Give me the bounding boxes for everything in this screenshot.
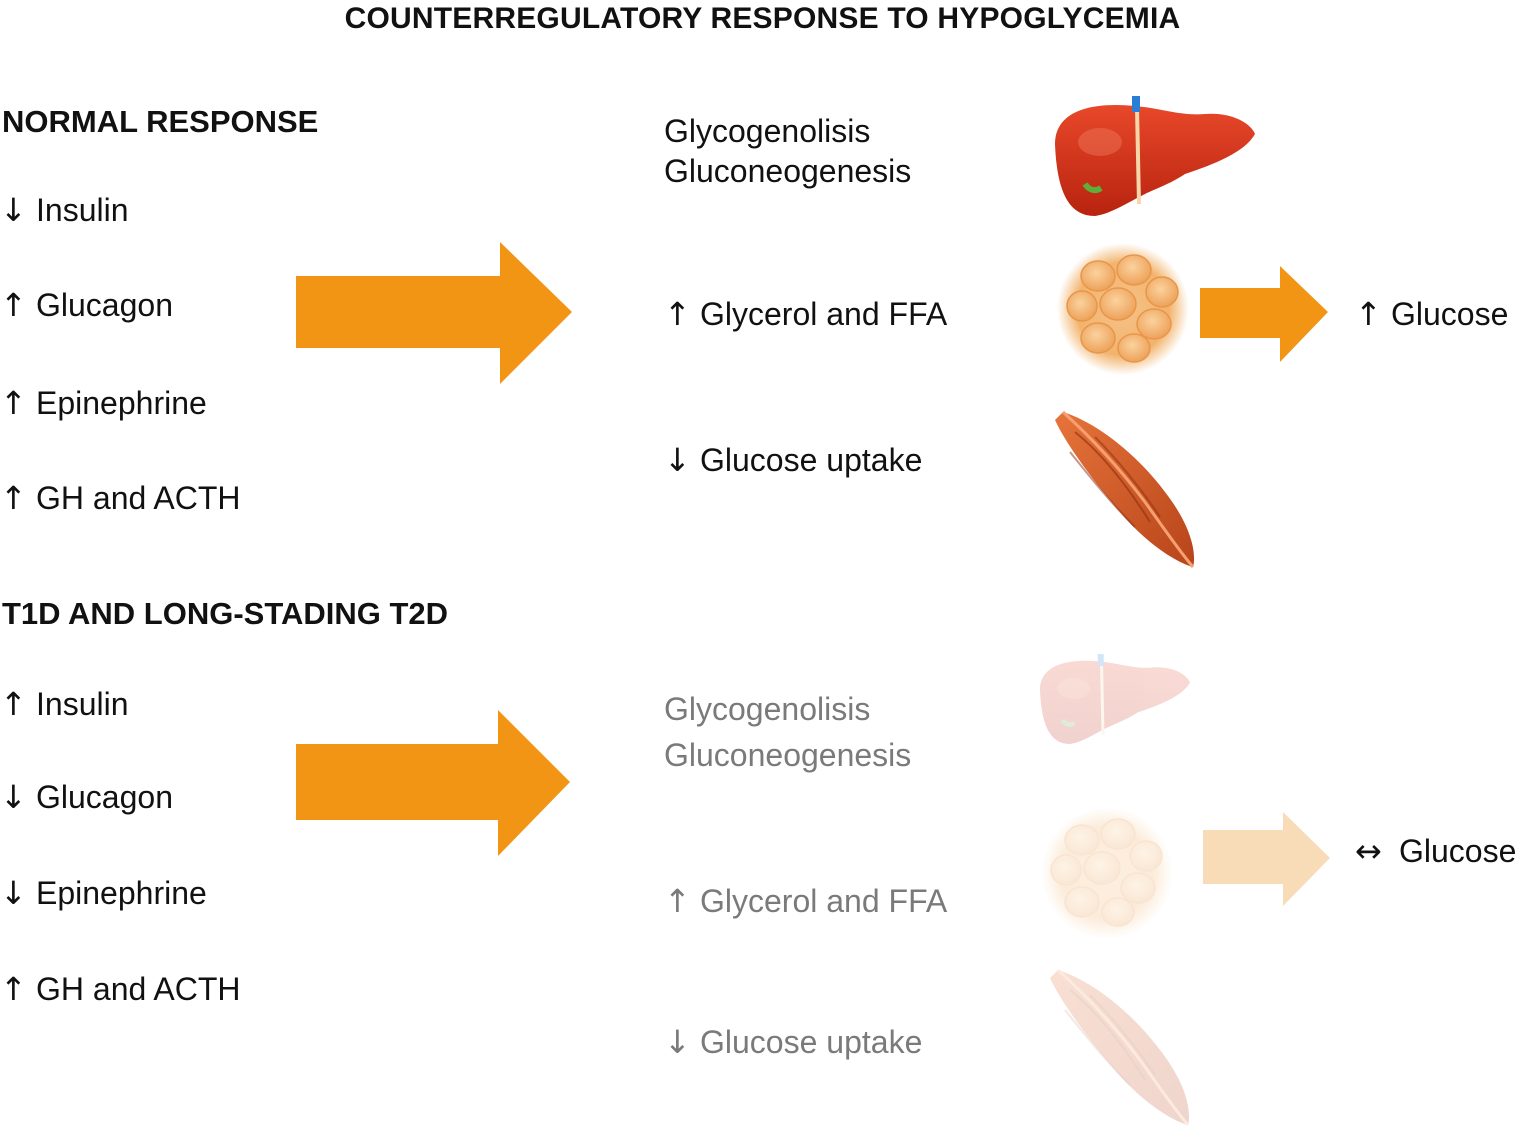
effect-muscle: ↓Glucose uptake [664, 444, 922, 476]
outcome-label: Glucose [1391, 296, 1509, 332]
small-arrow-diabetes [1203, 812, 1330, 906]
hormone-row: ↓Insulin [0, 194, 129, 226]
effect-label: Glycerol and FFA [700, 883, 948, 919]
direction-arrow: ↓ [0, 778, 27, 816]
section-heading-normal: NORMAL RESPONSE [2, 104, 319, 139]
hormone-label: GH and ACTH [36, 480, 241, 516]
hormone-row: ↑GH and ACTH [0, 482, 241, 514]
hormone-row: ↑GH and ACTH [0, 973, 241, 1005]
hormone-label: Insulin [36, 192, 129, 228]
direction-arrow: ↑ [0, 479, 27, 517]
small-arrow-normal [1200, 266, 1328, 362]
effect-label: Glucose uptake [700, 1024, 923, 1060]
effect-muscle: ↓Glucose uptake [664, 1026, 922, 1058]
section-heading-diabetes: T1D AND LONG-STADING T2D [2, 596, 449, 631]
direction-arrow: ↓ [664, 441, 691, 479]
outcome-normal: ↑Glucose [1355, 298, 1508, 330]
hormone-label: Glucagon [36, 287, 173, 323]
direction-arrow: ↑ [664, 882, 691, 920]
liver-icon [1040, 654, 1190, 744]
direction-arrow: ↑ [0, 384, 27, 422]
hormone-label: Epinephrine [36, 875, 207, 911]
direction-arrow: ↓ [664, 1023, 691, 1061]
big-arrow-diabetes [296, 710, 570, 856]
direction-arrow: ↑ [0, 685, 27, 723]
effect-fat: ↑Glycerol and FFA [664, 885, 947, 917]
hormone-row: ↓Glucagon [0, 781, 173, 813]
effect-liver-line2: Gluconeogenesis [664, 737, 912, 773]
hormone-label: Insulin [36, 686, 129, 722]
outcome-label: Glucose [1399, 833, 1517, 869]
adipose-tissue-icon [1040, 806, 1174, 940]
effect-fat: ↑Glycerol and FFA [664, 298, 947, 330]
hormone-label: GH and ACTH [36, 971, 241, 1007]
effect-liver-line1: Glycogenolisis [664, 113, 871, 149]
muscle-icon [1053, 410, 1196, 569]
hormone-row: ↑Insulin [0, 688, 129, 720]
effect-liver-line2: Gluconeogenesis [664, 153, 912, 189]
hormone-row: ↑Epinephrine [0, 387, 207, 419]
outcome-diabetes: ↔ Glucose [1355, 835, 1516, 867]
muscle-icon [1048, 968, 1191, 1127]
adipose-tissue-icon [1056, 242, 1190, 376]
big-arrow-normal [296, 242, 572, 384]
effect-label: Glucose uptake [700, 442, 923, 478]
hormone-row: ↑Glucagon [0, 289, 173, 321]
direction-arrow: ↔ [1355, 832, 1382, 870]
direction-arrow: ↓ [0, 874, 27, 912]
hormone-label: Glucagon [36, 779, 173, 815]
direction-arrow: ↑ [1355, 295, 1382, 333]
liver-icon [1055, 96, 1255, 216]
effect-label: Glycerol and FFA [700, 296, 948, 332]
hormone-label: Epinephrine [36, 385, 207, 421]
direction-arrow: ↓ [0, 191, 27, 229]
effect-liver-line1: Glycogenolisis [664, 691, 871, 727]
page-title: COUNTERREGULATORY RESPONSE TO HYPOGLYCEM… [344, 2, 1181, 35]
hormone-row: ↓Epinephrine [0, 877, 207, 909]
direction-arrow: ↑ [0, 286, 27, 324]
direction-arrow: ↑ [664, 295, 691, 333]
direction-arrow: ↑ [0, 970, 27, 1008]
